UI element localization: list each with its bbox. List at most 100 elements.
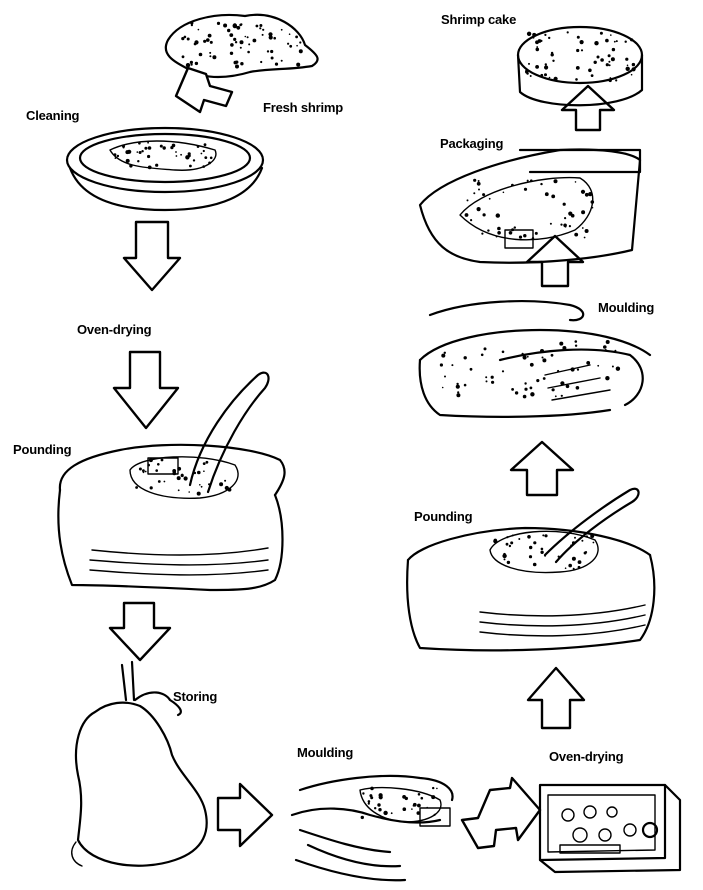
arrow-ovendrying-to-pounding (114, 352, 178, 428)
texture-speck (512, 535, 514, 537)
texture-speck (519, 236, 522, 239)
texture-speck (217, 22, 220, 25)
packaging-illustration (420, 149, 640, 262)
texture-speck (178, 489, 180, 491)
texture-speck (530, 392, 534, 396)
texture-speck (550, 223, 552, 225)
texture-speck (562, 346, 566, 350)
texture-speck (543, 377, 546, 380)
texture-speck (540, 183, 542, 185)
texture-speck (391, 812, 393, 814)
texture-speck (147, 142, 149, 144)
texture-speck (441, 354, 445, 358)
texture-speck (456, 385, 460, 389)
texture-speck (542, 357, 544, 359)
texture-speck (202, 165, 205, 168)
texture-speck (530, 179, 533, 182)
texture-speck (478, 180, 480, 182)
texture-speck (137, 151, 139, 153)
texture-speck (417, 811, 421, 815)
texture-speck (378, 808, 381, 811)
texture-speck (160, 145, 163, 148)
texture-speck (212, 55, 216, 59)
texture-speck (540, 74, 543, 77)
texture-speck (224, 480, 226, 482)
texture-speck (545, 192, 549, 196)
texture-speck (223, 24, 227, 28)
texture-speck (470, 219, 472, 221)
texture-speck (267, 50, 269, 52)
texture-speck (204, 143, 207, 146)
texture-speck (574, 537, 576, 539)
texture-speck (551, 52, 553, 54)
texture-speck (584, 552, 587, 555)
texture-speck (605, 376, 609, 380)
texture-speck (551, 354, 554, 357)
texture-speck (551, 195, 555, 199)
texture-speck (464, 384, 467, 387)
texture-speck (575, 340, 578, 343)
texture-speck (203, 40, 206, 43)
texture-speck (148, 146, 152, 150)
texture-speck (157, 463, 160, 466)
texture-speck (530, 239, 532, 241)
texture-speck (417, 804, 421, 808)
arrow-storing-to-moulding (218, 784, 272, 846)
texture-speck (631, 74, 633, 76)
texture-speck (260, 61, 262, 63)
texture-speck (544, 65, 548, 69)
texture-speck (199, 53, 203, 57)
texture-speck (533, 563, 537, 567)
texture-speck (163, 146, 166, 149)
texture-speck (597, 56, 600, 59)
texture-speck (563, 203, 566, 206)
texture-speck (569, 225, 571, 227)
texture-speck (129, 164, 132, 167)
texture-speck (560, 381, 564, 385)
label-cleaning: Cleaning (26, 108, 79, 123)
texture-speck (149, 458, 153, 462)
texture-speck (426, 807, 428, 809)
texture-speck (177, 467, 181, 471)
texture-speck (576, 49, 579, 52)
texture-speck (413, 805, 415, 807)
texture-speck (625, 58, 628, 61)
texture-speck (141, 150, 143, 152)
texture-speck (115, 157, 117, 159)
texture-speck (240, 47, 242, 49)
texture-speck (575, 345, 577, 347)
texture-speck (561, 395, 563, 397)
texture-speck (201, 486, 203, 488)
texture-speck (529, 555, 532, 558)
texture-speck (588, 69, 592, 73)
texture-speck (235, 41, 237, 43)
texture-speck (177, 476, 181, 480)
texture-speck (225, 486, 229, 490)
texture-speck (573, 568, 575, 570)
texture-speck (544, 34, 546, 36)
texture-speck (247, 36, 249, 38)
texture-speck (208, 34, 212, 38)
texture-speck (145, 471, 147, 473)
texture-speck (270, 50, 273, 53)
texture-speck (615, 79, 617, 81)
arrow-shrimp-to-cleaning (176, 68, 232, 112)
texture-speck (203, 150, 205, 152)
texture-speck (203, 462, 206, 465)
texture-speck (377, 803, 380, 806)
texture-speck (530, 75, 532, 77)
texture-speck (209, 55, 211, 57)
texture-speck (229, 33, 233, 37)
label-shrimp-cake: Shrimp cake (441, 12, 516, 27)
texture-speck (457, 391, 459, 393)
texture-speck (239, 24, 242, 27)
texture-speck (197, 471, 201, 475)
texture-speck (544, 555, 546, 557)
texture-speck (608, 54, 611, 57)
texture-speck (470, 368, 473, 371)
texture-speck (483, 213, 486, 216)
texture-speck (570, 544, 572, 546)
arrow-packaging-to-shrimp-cake (562, 86, 614, 130)
texture-speck (287, 43, 289, 45)
